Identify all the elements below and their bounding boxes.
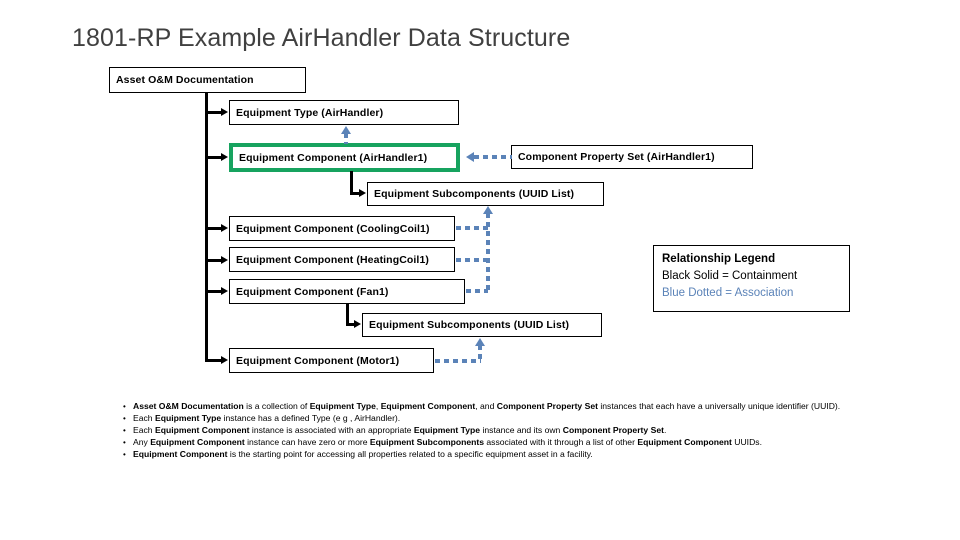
arrow-heatingcoil1 bbox=[221, 256, 228, 264]
node-component-property-set-airhandler1[interactable]: Component Property Set (AirHandler1) bbox=[511, 145, 753, 169]
association-fan1-to-riser bbox=[466, 289, 488, 293]
association-property-set-to-airhandler1 bbox=[474, 155, 512, 159]
node-label: Equipment Component (HeatingCoil1) bbox=[236, 253, 429, 266]
node-equipment-subcomponents-1[interactable]: Equipment Subcomponents (UUID List) bbox=[367, 182, 604, 206]
page-title: 1801-RP Example AirHandler Data Structur… bbox=[72, 24, 571, 52]
node-asset-om-documentation[interactable]: Asset O&M Documentation bbox=[109, 67, 306, 93]
node-label: Equipment Subcomponents (UUID List) bbox=[369, 319, 570, 331]
legend-containment: Black Solid = Containment bbox=[662, 270, 798, 282]
node-label: Component Property Set (AirHandler1) bbox=[518, 151, 715, 163]
connector-fan1-to-subcomponents-vertical bbox=[346, 304, 349, 326]
list-item: Each Equipment Type instance has a defin… bbox=[122, 413, 884, 425]
connector-fan1-to-subcomponents-horizontal bbox=[346, 323, 357, 326]
association-airhandler1-to-equipment-type bbox=[344, 133, 348, 144]
connector-branch-motor1 bbox=[205, 359, 222, 362]
arrow-equipment-type bbox=[221, 108, 228, 116]
connector-airhandler1-to-subcomponents-vertical bbox=[350, 171, 353, 194]
node-equipment-component-motor1[interactable]: Equipment Component (Motor1) bbox=[229, 348, 434, 373]
node-label: Equipment Type (AirHandler) bbox=[236, 106, 384, 119]
node-equipment-subcomponents-2[interactable]: Equipment Subcomponents (UUID List) bbox=[362, 313, 602, 337]
node-label: Asset O&M Documentation bbox=[116, 74, 254, 86]
node-equipment-component-heatingcoil1[interactable]: Equipment Component (HeatingCoil1) bbox=[229, 247, 455, 272]
node-label: Equipment Component (CoolingCoil1) bbox=[236, 222, 430, 235]
arrow-motor1 bbox=[221, 356, 228, 364]
node-equipment-component-fan1[interactable]: Equipment Component (Fan1) bbox=[229, 279, 465, 304]
connector-branch-fan1 bbox=[205, 290, 222, 293]
list-item: Asset O&M Documentation is a collection … bbox=[122, 401, 884, 413]
association-riser-subcomponents-1 bbox=[486, 213, 490, 293]
node-label: Equipment Component (Fan1) bbox=[236, 285, 389, 298]
association-coolingcoil1-to-riser bbox=[456, 226, 488, 230]
connector-branch-heatingcoil1 bbox=[205, 259, 222, 262]
arrow-association-equipment-type bbox=[341, 126, 351, 134]
legend-title: Relationship Legend bbox=[662, 253, 776, 265]
node-equipment-component-airhandler1[interactable]: Equipment Component (AirHandler1) bbox=[229, 143, 460, 172]
arrow-equipment-component-airhandler1 bbox=[221, 153, 228, 161]
association-motor1-to-subcomponents-2-vertical bbox=[478, 345, 482, 361]
node-label: Equipment Component (Motor1) bbox=[236, 354, 400, 367]
arrow-association-subcomponents-2 bbox=[475, 338, 485, 346]
arrow-fan1 bbox=[221, 287, 228, 295]
connector-branch-equipment-component-airhandler1 bbox=[205, 156, 222, 159]
arrow-subcomponents-2 bbox=[354, 320, 361, 328]
list-item: Any Equipment Component instance can hav… bbox=[122, 437, 884, 449]
arrow-subcomponents-1 bbox=[359, 189, 366, 197]
node-equipment-type-airhandler[interactable]: Equipment Type (AirHandler) bbox=[229, 100, 459, 125]
legend-association: Blue Dotted = Association bbox=[662, 287, 794, 299]
connector-branch-equipment-type bbox=[205, 111, 222, 114]
connector-airhandler1-to-subcomponents-horizontal bbox=[350, 192, 362, 195]
arrow-association-airhandler1 bbox=[466, 152, 474, 162]
arrow-coolingcoil1 bbox=[221, 224, 228, 232]
association-motor1-to-subcomponents-2-horizontal bbox=[435, 359, 481, 363]
arrow-association-subcomponents-1 bbox=[483, 206, 493, 214]
relationship-legend: Relationship Legend Black Solid = Contai… bbox=[653, 245, 850, 312]
list-item: Each Equipment Component instance is ass… bbox=[122, 425, 884, 437]
association-heatingcoil1-to-riser bbox=[456, 258, 488, 262]
notes-list: Asset O&M Documentation is a collection … bbox=[122, 401, 884, 461]
list-item: Equipment Component is the starting poin… bbox=[122, 449, 884, 461]
node-label: Equipment Component (AirHandler1) bbox=[239, 151, 428, 164]
node-equipment-component-coolingcoil1[interactable]: Equipment Component (CoolingCoil1) bbox=[229, 216, 455, 241]
node-label: Equipment Subcomponents (UUID List) bbox=[374, 188, 575, 200]
connector-branch-coolingcoil1 bbox=[205, 227, 222, 230]
